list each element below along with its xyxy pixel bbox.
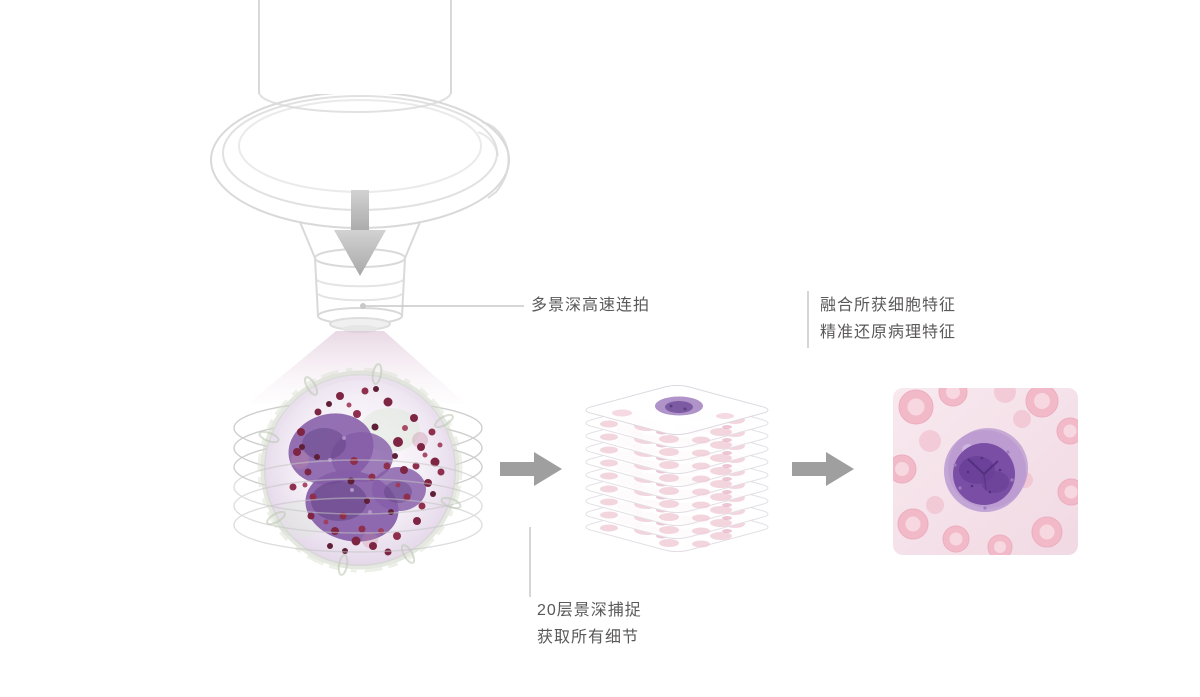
fused-cell-micrograph: [893, 388, 1078, 555]
stack-label-line2: 获取所有细节: [537, 629, 640, 646]
capture-label-text: 多景深高速连拍: [531, 297, 651, 314]
connector-lines: [360, 291, 809, 597]
fusion-label-line1: 融合所获细胞特征: [820, 297, 957, 314]
image-stack-illustration: [578, 383, 776, 554]
fused-cell: [944, 428, 1028, 512]
stack-label: 20层景深捕捉 获取所有细节: [537, 597, 642, 651]
flow-arrow-icon: [500, 452, 562, 486]
focal-plane-rings-front: [233, 459, 483, 553]
down-arrow-icon: [334, 190, 386, 276]
fusion-label-line2: 精准还原病理特征: [820, 324, 957, 341]
microscope-objective-illustration: [210, 0, 510, 333]
fusion-label: 融合所获细胞特征 精准还原病理特征: [820, 292, 956, 346]
flow-arrow-icon: [792, 452, 854, 486]
cell-granules: [289, 386, 445, 556]
leader-dot: [360, 303, 366, 309]
stack-label-line1: 20层景深捕捉: [537, 602, 642, 619]
red-blood-cells: [893, 388, 1078, 555]
cell-nucleus: [288, 413, 426, 542]
capture-label: 多景深高速连拍: [531, 295, 650, 317]
